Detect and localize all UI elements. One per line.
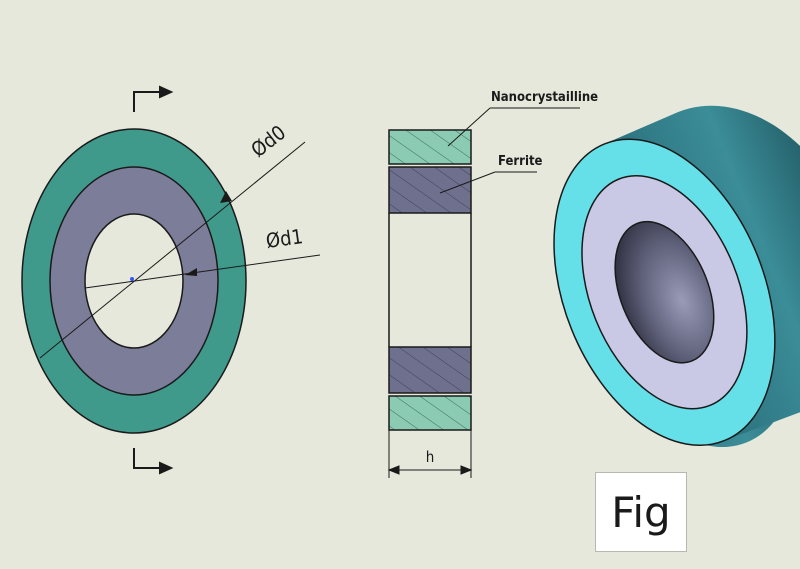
iso-hole — [614, 220, 715, 364]
height-label: h — [426, 448, 435, 466]
figure-caption: Fig — [595, 472, 687, 552]
section-nanocrystalline-top — [388, 129, 472, 165]
nanocrystalline-leader: Nanocrystailline — [447, 90, 598, 147]
section-ferrite-bottom — [388, 346, 472, 394]
section-ferrite-top — [388, 166, 472, 214]
section-view: h Nanocrystailline Ferrite — [387, 90, 598, 478]
center-mark — [130, 277, 134, 281]
outer-diameter-label: Ød0 — [246, 120, 290, 162]
inner-diameter-label: Ød1 — [264, 224, 304, 253]
nanocrystalline-label: Nanocrystailline — [491, 90, 598, 105]
ferrite-label: Ferrite — [498, 154, 543, 169]
height-dimension — [387, 430, 473, 478]
section-arrow-bottom — [133, 448, 174, 475]
section-nanocrystalline-bottom — [388, 395, 472, 431]
ferrite-leader: Ferrite — [439, 154, 543, 194]
inner-diameter-dimension: Ød1 — [84, 224, 321, 289]
section-arrow-top — [133, 85, 174, 112]
isometric-view — [553, 105, 800, 448]
front-view: Ød0 Ød1 — [21, 85, 321, 475]
